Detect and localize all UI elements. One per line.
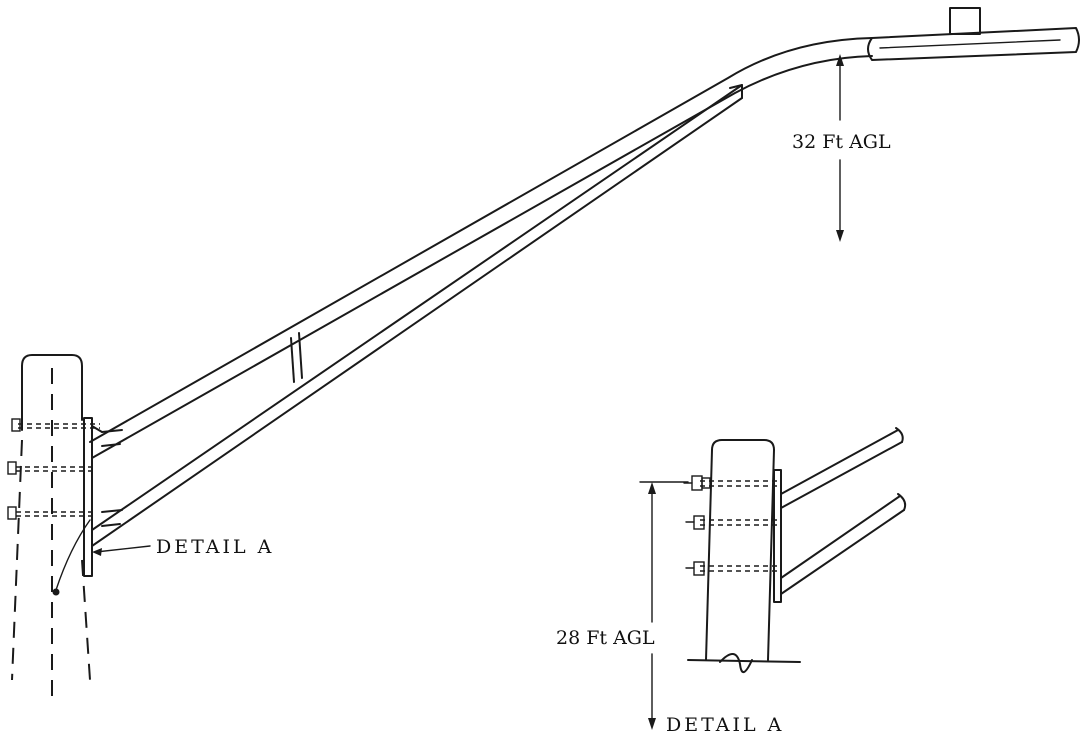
mast-arm-upper: [89, 37, 873, 459]
mast-arm-brace: [91, 84, 743, 547]
luminaire: [867, 7, 1080, 61]
detail-a-leader: [92, 545, 151, 556]
detail-a-arms: [780, 427, 907, 595]
pole-main: [7, 354, 123, 700]
upper-height-label: 32 Ft AGL: [792, 131, 891, 153]
strut: [290, 332, 303, 383]
detail-title-label: DETAIL A: [666, 714, 785, 736]
dimension-28ft: [639, 481, 689, 730]
lower-height-label: 28 Ft AGL: [556, 627, 655, 649]
detail-callout-label: DETAIL A: [156, 536, 275, 558]
dimension-32ft: [836, 54, 844, 242]
detail-a-bolts: [683, 475, 782, 576]
detail-a-pole: [687, 439, 801, 673]
